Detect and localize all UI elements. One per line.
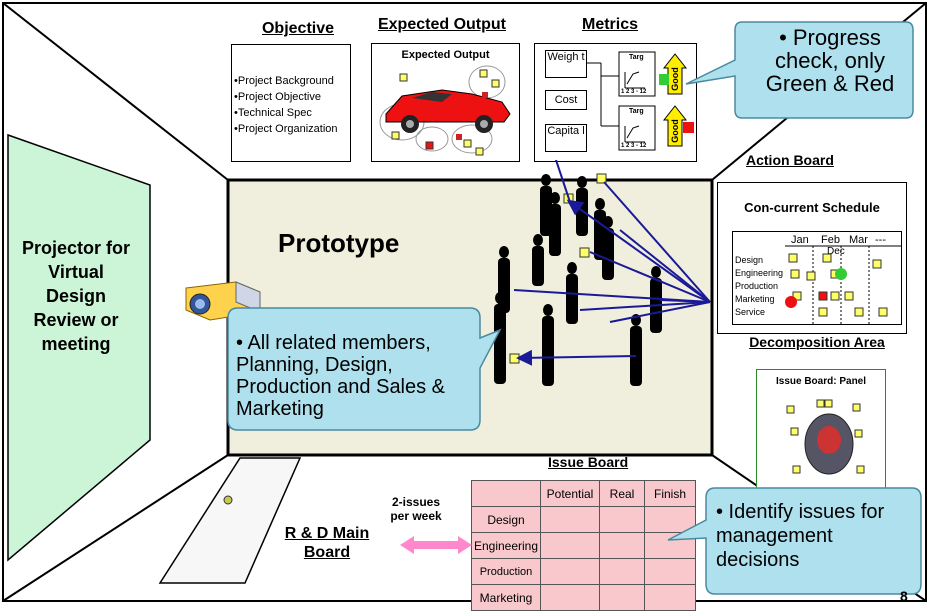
metric-axis-label: 1 2 3 - 12	[621, 89, 647, 95]
floor-door	[158, 457, 302, 584]
decomposition-panel: Issue Board: Panel	[756, 369, 886, 493]
schedule-markers	[785, 245, 901, 324]
rd-main-board-heading: R & D Main Board	[284, 525, 370, 561]
schedule-month: Feb	[821, 234, 840, 246]
schedule-row-label: Service	[735, 307, 766, 317]
projector-label: Projector for Virtual Design Review or m…	[21, 238, 131, 354]
objective-item: •Project Organization	[234, 123, 338, 135]
metric-axis-label: 1 2 3 - 12	[621, 143, 647, 149]
red-car-illustration	[379, 65, 511, 156]
metric-target-label: Targ	[629, 54, 644, 61]
decomposition-panel-title: Issue Board: Panel	[775, 376, 867, 387]
callout-progress-text: • Progress check, only Green & Red	[765, 25, 895, 96]
expected-output-panel: Expected Output	[371, 43, 520, 162]
team-members-illustration	[494, 160, 711, 386]
issue-board-heading: Issue Board	[548, 454, 629, 470]
door-knob	[223, 495, 233, 505]
issue-board-row: Production	[471, 558, 696, 585]
issue-board-row: Design	[471, 506, 696, 533]
issue-board-header-cell: Potential	[540, 480, 600, 507]
schedule-row-label: Marketing	[735, 294, 775, 304]
action-board-panel: Con-current Schedule Jan Feb Mar --- Dec…	[717, 182, 907, 334]
headlamp-illustration	[786, 399, 865, 475]
metric-target-label: Targ	[629, 108, 644, 115]
callout-identify-bubble	[667, 487, 922, 595]
decomposition-area-heading: Decomposition Area	[749, 334, 885, 350]
callout-members-text: • All related members, Planning, Design,…	[236, 332, 446, 420]
callout-progress-bubble	[685, 21, 914, 119]
schedule-row-label: Production	[735, 281, 779, 291]
objective-item: •Technical Spec	[234, 107, 312, 119]
objective-item: •Project Background	[234, 75, 334, 87]
issues-rate-label: 2-issues per week	[390, 495, 442, 523]
issue-board-header-row: Potential Real Finish	[471, 480, 696, 507]
schedule-grid: Jan Feb Mar --- Dec Design Engineering P…	[732, 231, 902, 325]
action-board-heading: Action Board	[746, 152, 834, 168]
schedule-month: ---	[875, 234, 886, 246]
schedule-month-sub: Dec	[827, 246, 845, 257]
issue-board-header-cell	[471, 480, 541, 507]
issue-board-header-cell: Finish	[644, 480, 696, 507]
ceiling-left-edge	[2, 2, 229, 181]
expected-output-panel-title: Expected Output	[401, 49, 490, 61]
prototype-label: Prototype	[278, 228, 400, 258]
projector-screen	[7, 133, 151, 562]
outer-frame	[2, 2, 927, 602]
schedule-row-label: Engineering	[735, 268, 784, 278]
schedule-month: Jan	[791, 234, 809, 246]
schedule-row-label: Design	[735, 255, 764, 265]
callout-members-bubble	[227, 307, 502, 431]
metrics-heading: Metrics	[581, 16, 639, 33]
page-number: 8	[900, 588, 908, 604]
callout-identify-text: • Identify issues for management decisio…	[716, 501, 885, 571]
floor-left-edge	[2, 454, 229, 602]
metrics-panel: Weigh t Cost Capita l Targ Targ 1 2 3 - …	[534, 43, 697, 162]
schedule-title: Con-current Schedule	[744, 200, 880, 215]
schedule-month: Mar	[849, 234, 868, 246]
objective-heading: Objective	[261, 20, 335, 37]
objective-panel: •Project Background •Project Objective •…	[231, 44, 351, 162]
expected-output-heading: Expected Output	[377, 16, 506, 33]
metric-cost-box: Cost	[545, 90, 587, 110]
metric-weight-box: Weigh t	[545, 50, 587, 78]
metric-capital-box: Capita l	[545, 124, 587, 152]
objective-item: •Project Objective	[234, 91, 321, 103]
bidirectional-arrow	[400, 536, 472, 554]
metrics-connectors	[586, 51, 694, 151]
issue-board-table: Potential Real Finish Design Engineering…	[471, 480, 696, 611]
schedule-rows: Design Engineering Production Marketing …	[735, 254, 783, 319]
